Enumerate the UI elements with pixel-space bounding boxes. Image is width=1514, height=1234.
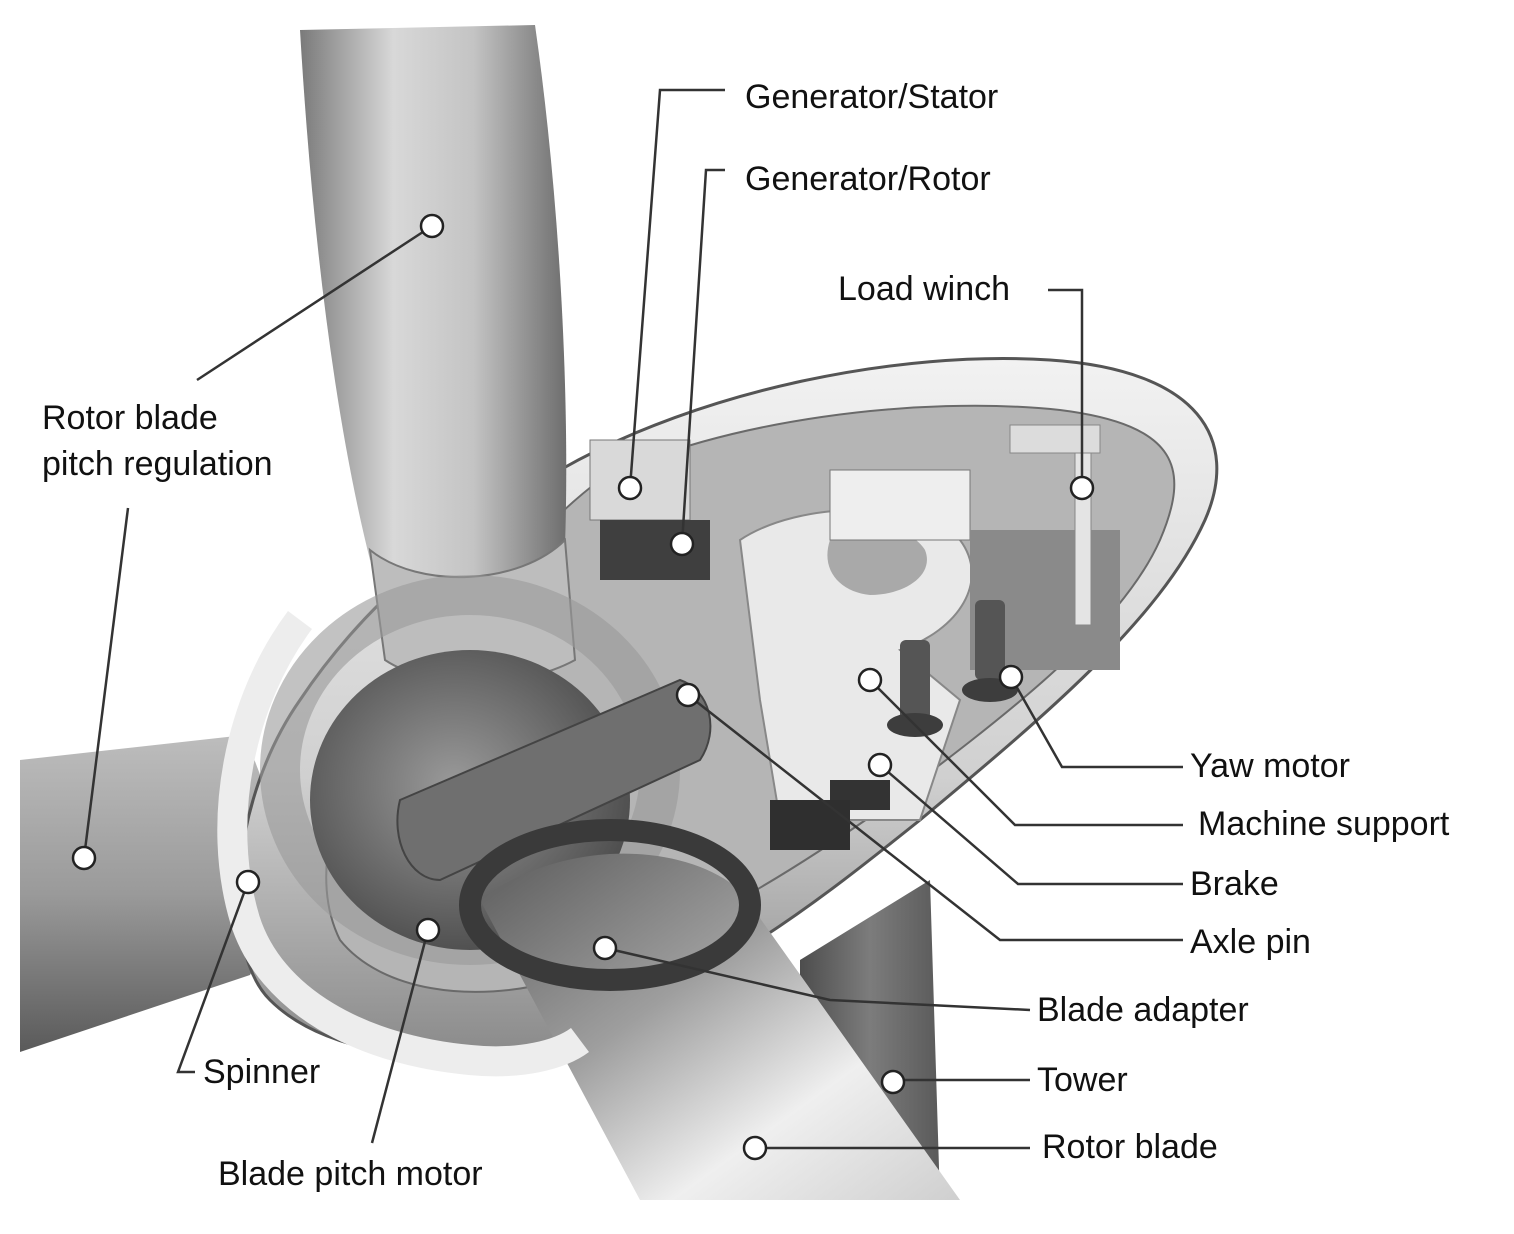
dot-yaw-motor bbox=[998, 664, 1024, 690]
blade-adapter-ring bbox=[459, 819, 761, 991]
dot-spinner bbox=[235, 869, 261, 895]
dot-left-blade bbox=[71, 845, 97, 871]
label-blade-pitch-motor: Blade pitch motor bbox=[218, 1155, 483, 1193]
leader-machine-support bbox=[869, 679, 1183, 827]
leader-spinner bbox=[176, 881, 250, 1074]
leader-brake bbox=[879, 764, 1183, 886]
label-axle-pin: Axle pin bbox=[1190, 923, 1311, 961]
spinner-shape bbox=[217, 611, 589, 1077]
dot-brake bbox=[867, 752, 893, 778]
dot-blade-adapter bbox=[592, 935, 618, 961]
leader-generator-stator bbox=[628, 88, 725, 489]
dot-rotor-blade bbox=[742, 1135, 768, 1161]
leader-load-winch bbox=[1048, 288, 1084, 488]
label-generator-stator: Generator/Stator bbox=[745, 78, 999, 116]
label-generator-rotor: Generator/Rotor bbox=[745, 160, 991, 198]
label-tower: Tower bbox=[1037, 1061, 1128, 1099]
label-yaw-motor: Yaw motor bbox=[1190, 747, 1350, 785]
leader-blade-adapter bbox=[604, 946, 1031, 1012]
upper-rotor-blade bbox=[300, 25, 567, 586]
leader-lines bbox=[82, 88, 1183, 1150]
dot-tower bbox=[880, 1069, 906, 1095]
label-spinner: Spinner bbox=[203, 1053, 321, 1091]
machine-support-opening bbox=[827, 527, 927, 595]
label-pitch-regulation: Rotor blade pitch regulation bbox=[42, 399, 273, 483]
label-blade-adapter: Blade adapter bbox=[1037, 991, 1249, 1029]
yaw-motor-right bbox=[975, 600, 1005, 680]
dot-pitch-regulation bbox=[419, 213, 445, 239]
dot-load-winch bbox=[1069, 475, 1095, 501]
load-winch-arm bbox=[1009, 424, 1101, 454]
label-rotor-blade: Rotor blade bbox=[1042, 1128, 1218, 1166]
leader-generator-rotor bbox=[680, 168, 725, 545]
leader-pitch-regulation bbox=[196, 224, 433, 382]
leader-pitch-regulation-lower bbox=[82, 507, 130, 859]
leader-axle-pin bbox=[687, 694, 1183, 942]
label-brake: Brake bbox=[1190, 865, 1279, 903]
dot-blade-pitch-motor bbox=[415, 917, 441, 943]
callout-dots bbox=[71, 213, 1095, 1161]
generator-stator-block bbox=[589, 439, 691, 521]
label-machine-support: Machine support bbox=[1198, 805, 1450, 843]
dot-generator-stator bbox=[617, 475, 643, 501]
yaw-motor-left bbox=[900, 640, 930, 720]
leader-yaw-motor bbox=[1009, 676, 1183, 769]
label-load-winch: Load winch bbox=[838, 270, 1011, 308]
leader-blade-pitch-motor bbox=[370, 929, 430, 1144]
dot-machine-support bbox=[857, 667, 883, 693]
brake-housing bbox=[770, 800, 850, 850]
control-cabinet bbox=[829, 469, 971, 541]
dot-generator-rotor bbox=[669, 531, 695, 557]
generator-rotor-block bbox=[600, 520, 710, 580]
dot-axle-pin bbox=[675, 682, 701, 708]
